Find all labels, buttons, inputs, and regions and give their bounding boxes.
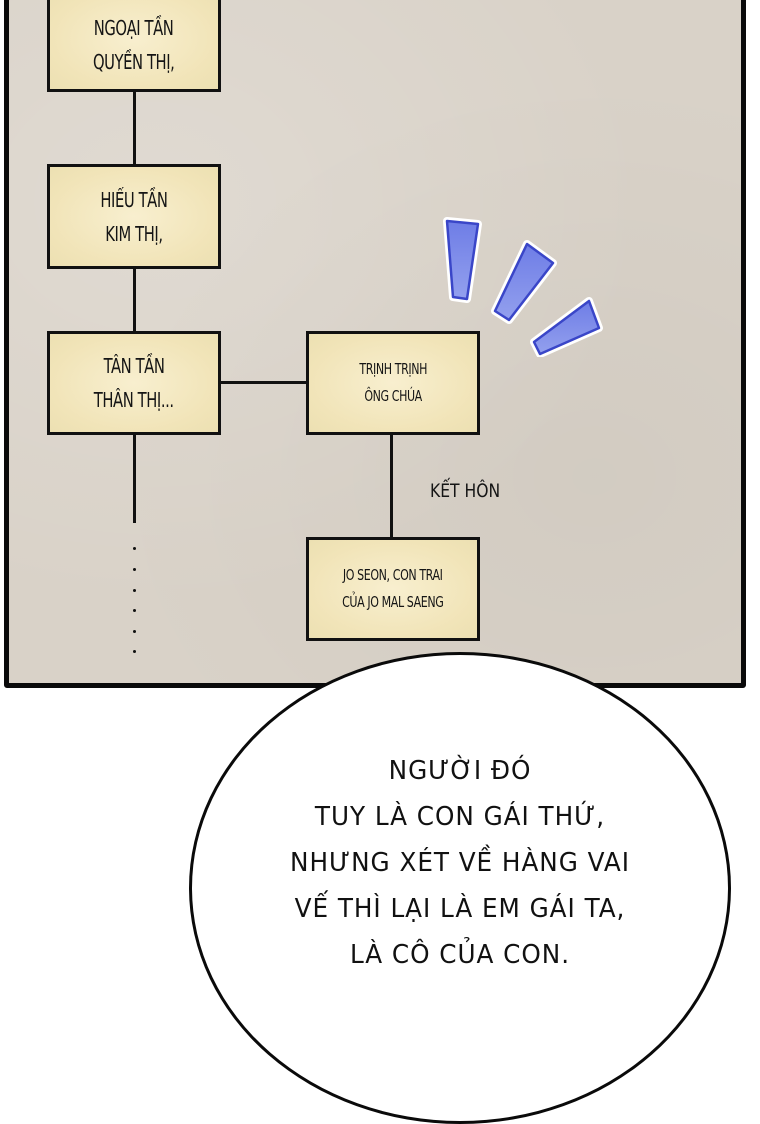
node-text-line: HIẾU TẦN <box>100 187 168 212</box>
connector-line <box>390 435 393 538</box>
dialogue-line: NHƯNG XÉT VỀ HÀNG VAI <box>290 848 630 878</box>
node-text-line: JO SEON, CON TRAI <box>343 566 443 584</box>
dialogue-line: NGƯỜI ĐÓ <box>388 756 532 786</box>
tree-node-jo-seon: JO SEON, CON TRAI CỦA JO MAL SAENG <box>306 537 480 641</box>
continuation-dot <box>133 630 136 633</box>
node-text-line: THÂN THỊ... <box>94 388 174 412</box>
node-text-line: QUYỀN THỊ, <box>93 49 175 74</box>
continuation-dot <box>133 589 136 592</box>
node-text-line: CỦA JO MAL SAENG <box>342 593 444 611</box>
tree-node-hieu-tan: HIẾU TẦN KIM THỊ, <box>47 164 221 269</box>
connector-line <box>133 269 136 331</box>
watermark-icon <box>700 905 730 975</box>
comic-panel: NGOẠI TẦN QUYỀN THỊ, HIẾU TẦN KIM THỊ, T… <box>4 0 746 688</box>
connector-line <box>133 92 136 164</box>
marriage-label: KẾT HÔN <box>430 480 501 502</box>
tree-node-princess: TRỊNH TRỊNH ÔNG CHÚA <box>306 331 480 435</box>
exclamation-burst-icon <box>443 217 603 357</box>
node-text-line: KIM THỊ, <box>105 221 163 246</box>
continuation-dot <box>133 609 136 612</box>
node-text-line: ÔNG CHÚA <box>364 387 422 405</box>
dialogue-line: VẾ THÌ LẠI LÀ EM GÁI TA, <box>294 894 626 924</box>
continuation-dot <box>133 568 136 571</box>
node-text-line: TRỊNH TRỊNH <box>359 360 427 378</box>
continuation-dot <box>133 650 136 653</box>
node-text-line: NGOẠI TẦN <box>94 15 174 40</box>
dialogue-line: LÀ CÔ CỦA CON. <box>349 940 571 970</box>
tree-node-ngoai-tan: NGOẠI TẦN QUYỀN THỊ, <box>47 0 221 92</box>
tree-node-tan-tan: TÂN TẦN THÂN THỊ... <box>47 331 221 435</box>
connector-line <box>133 435 136 523</box>
dialogue-line: TUY LÀ CON GÁI THỨ, <box>314 802 606 832</box>
speech-bubble-text: NGƯỜI ĐÓ TUY LÀ CON GÁI THỨ, NHƯNG XÉT V… <box>189 748 731 978</box>
node-text-line: TÂN TẦN <box>103 354 165 378</box>
marriage-connector <box>221 381 306 384</box>
continuation-dot <box>133 547 136 550</box>
